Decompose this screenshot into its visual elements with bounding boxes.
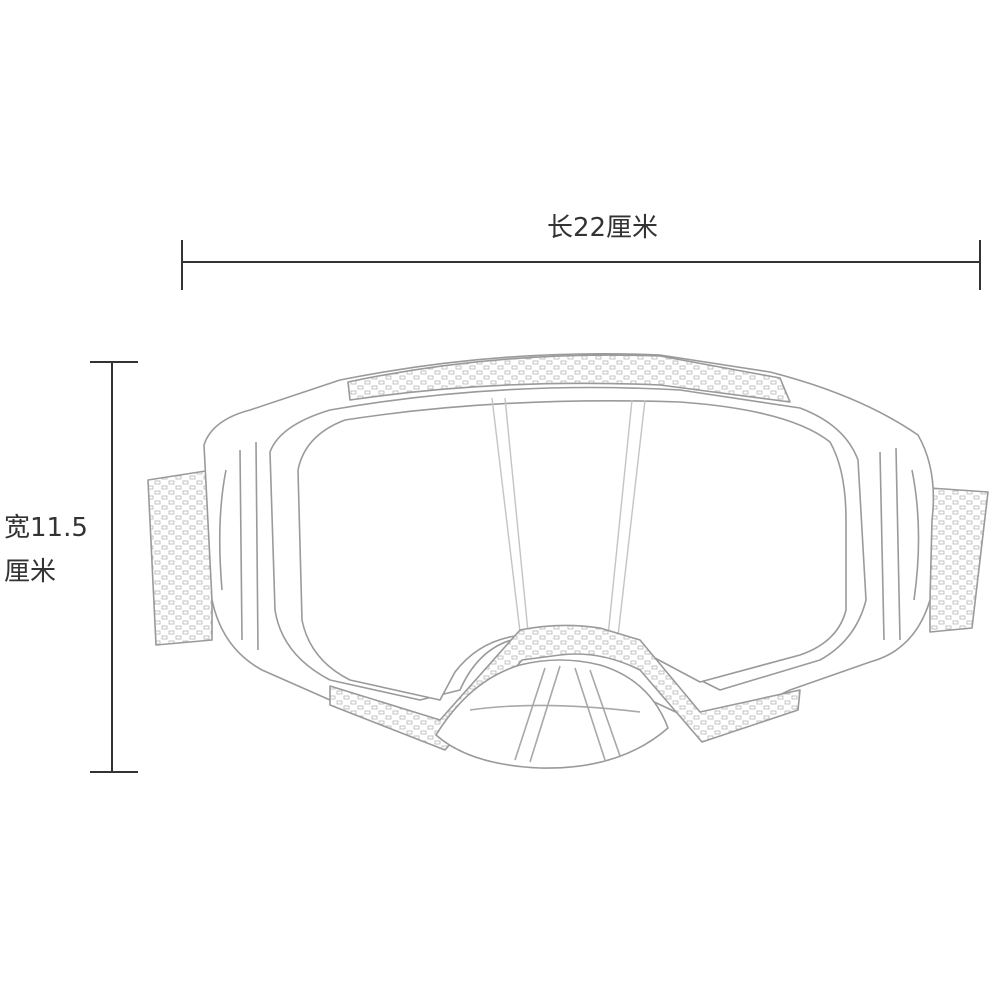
nose-guard-ribs: [469, 665, 641, 763]
right-side-rim: [879, 447, 920, 641]
goggles-illustration: [147, 352, 989, 769]
nose-guard: [435, 659, 669, 769]
length-dimension-line: [181, 240, 981, 290]
width-label-line1: 宽11.5: [4, 513, 88, 543]
right-strap: [929, 487, 989, 633]
top-band: [347, 354, 791, 403]
lens-reflection: [491, 397, 646, 637]
inner-frame: [269, 386, 867, 701]
width-dimension-line: [90, 361, 138, 773]
lens: [297, 400, 847, 701]
left-side-rim: [218, 441, 259, 651]
length-label: 长22厘米: [546, 213, 659, 243]
left-strap: [147, 469, 213, 646]
width-label-line2: 厘米: [4, 557, 57, 587]
